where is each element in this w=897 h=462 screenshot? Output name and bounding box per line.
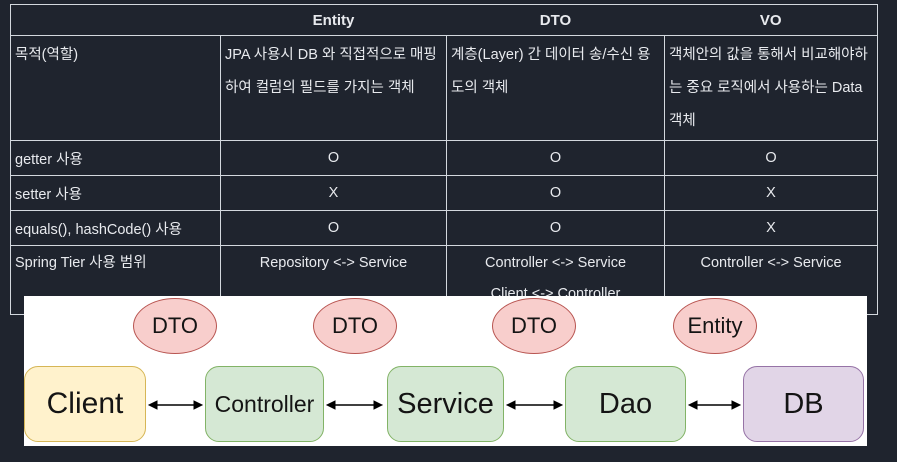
arrow-client-controller (147, 400, 204, 410)
header-vo: VO (664, 4, 878, 36)
table-header-row: Entity DTO VO (10, 4, 878, 36)
cell-purpose-entity: JPA 사용시 DB 와 직접적으로 매핑하여 컬럼의 필드를 가지는 객체 (220, 35, 447, 141)
cell-getter-dto: O (446, 140, 665, 176)
node-db: DB (743, 366, 864, 442)
cell-getter-vo: O (664, 140, 878, 176)
arrow-dao-db (687, 400, 742, 410)
badge-dto-service-dao: DTO (492, 298, 576, 354)
cell-setter-entity: X (220, 175, 447, 211)
cell-equals-vo: X (664, 210, 878, 246)
cell-purpose-dto: 계층(Layer) 간 데이터 송/수신 용도의 객체 (446, 35, 665, 141)
cell-equals-dto: O (446, 210, 665, 246)
node-dao: Dao (565, 366, 686, 442)
cell-purpose-vo: 객체안의 값을 통해서 비교해야하는 중요 로직에서 사용하는 Data 객체 (664, 35, 878, 141)
header-entity: Entity (220, 4, 447, 36)
arrow-controller-service (325, 400, 384, 410)
entity-dto-vo-comparison-table: Entity DTO VO 목적(역할) JPA 사용시 DB 와 직접적으로 … (10, 4, 878, 315)
table-row-setter: setter 사용 X O X (10, 175, 878, 211)
table-row-purpose: 목적(역할) JPA 사용시 DB 와 직접적으로 매핑하여 컬럼의 필드를 가… (10, 35, 878, 141)
badge-dto-client-controller: DTO (133, 298, 217, 354)
table-row-getter: getter 사용 O O O (10, 140, 878, 176)
header-blank (10, 4, 221, 36)
cell-getter-entity: O (220, 140, 447, 176)
arrows-layer (147, 400, 742, 410)
table-row-equals-hashcode: equals(), hashCode() 사용 O O X (10, 210, 878, 246)
row-label-purpose: 목적(역할) (10, 35, 221, 141)
arrow-service-dao (505, 400, 564, 410)
cell-setter-dto: O (446, 175, 665, 211)
badge-dto-controller-service: DTO (313, 298, 397, 354)
node-client: Client (24, 366, 146, 442)
badge-entity-dao-db: Entity (673, 298, 757, 354)
spring-layer-flow-diagram: DTO DTO DTO Entity Client Controller Ser… (24, 296, 867, 446)
row-label-setter: setter 사용 (10, 175, 221, 211)
cell-equals-entity: O (220, 210, 447, 246)
row-label-equals-hashcode: equals(), hashCode() 사용 (10, 210, 221, 246)
row-label-getter: getter 사용 (10, 140, 221, 176)
cell-setter-vo: X (664, 175, 878, 211)
node-controller: Controller (205, 366, 324, 442)
header-dto: DTO (446, 4, 665, 36)
node-service: Service (387, 366, 504, 442)
